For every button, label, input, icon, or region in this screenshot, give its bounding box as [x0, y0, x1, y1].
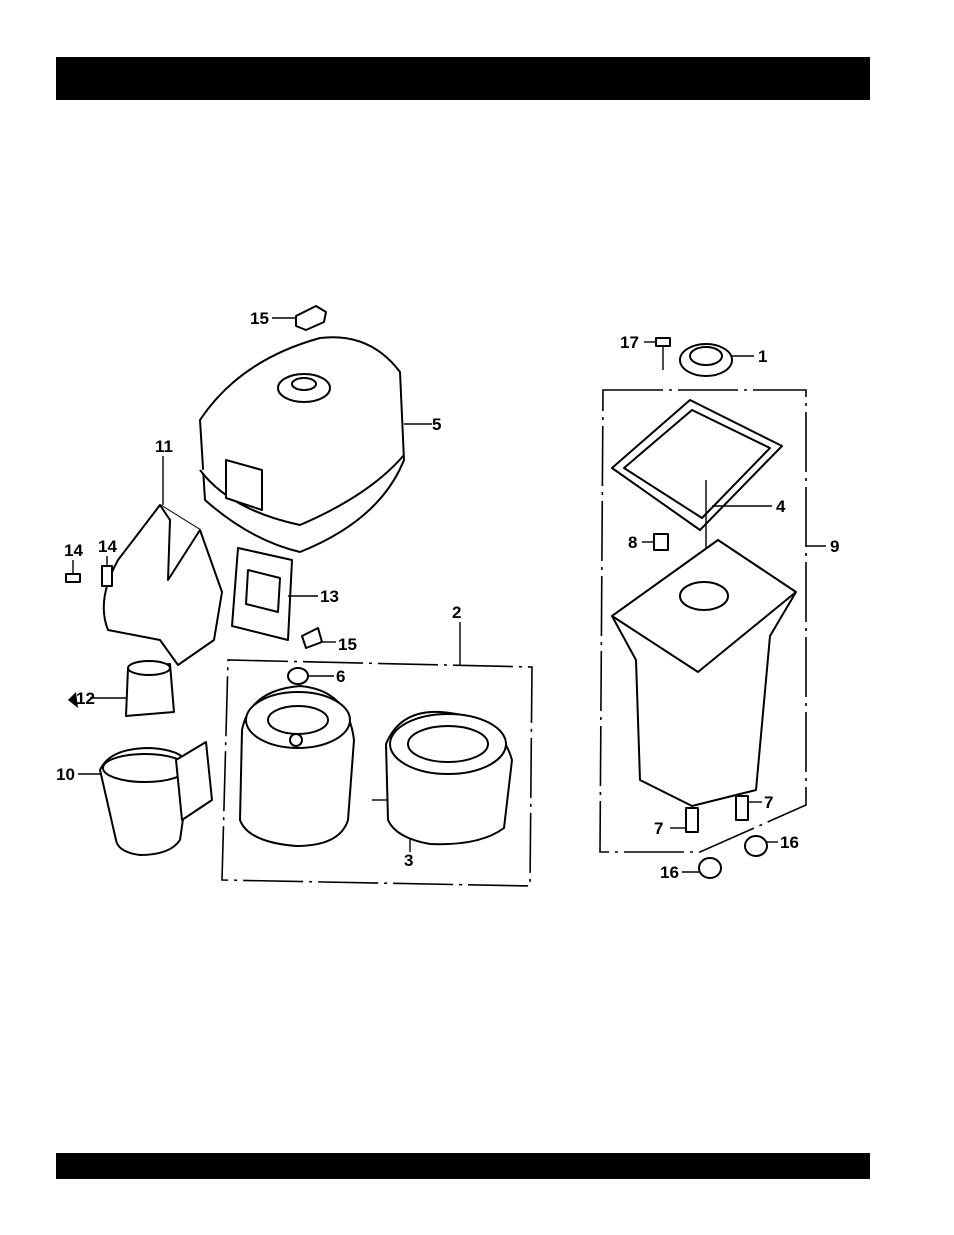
- callout-8: 8: [628, 533, 637, 552]
- dust-cup-part-10: [78, 742, 212, 855]
- clip-part-15-bottom: [302, 628, 336, 648]
- callout-5: 5: [432, 415, 441, 434]
- screw-part-14-right: [102, 556, 112, 586]
- callout-14-left: 14: [64, 541, 83, 560]
- callout-16-right: 16: [780, 833, 799, 852]
- tube-part-7-left: [670, 808, 698, 832]
- callout-11: 11: [155, 437, 173, 456]
- callout-9: 9: [830, 537, 839, 556]
- callout-7-right: 7: [764, 793, 773, 812]
- callout-7-left: 7: [654, 819, 663, 838]
- gasket-part-4: [612, 400, 782, 580]
- collar-part-8: [642, 534, 668, 550]
- cap-part-16-right: [745, 836, 778, 856]
- air-cleaner-cover-part-5: [200, 337, 432, 552]
- callout-6: 6: [336, 667, 345, 686]
- callout-12: 12: [76, 689, 95, 708]
- cap-part-16-left: [682, 858, 721, 878]
- callout-15-bottom: 15: [338, 635, 357, 654]
- callout-16-left: 16: [660, 863, 679, 882]
- clip-part-15-top: [272, 306, 326, 330]
- callout-13: 13: [320, 587, 339, 606]
- filter-element: [240, 686, 354, 846]
- wing-nut-part-6: [288, 668, 334, 684]
- callout-4: 4: [776, 497, 786, 516]
- callout-2: 2: [452, 603, 461, 622]
- callout-15-top: 15: [250, 309, 269, 328]
- callout-10: 10: [56, 765, 75, 784]
- callout-14-right: 14: [98, 537, 117, 556]
- seal-ring-part-1: [680, 344, 754, 376]
- gasket-part-13: [232, 548, 318, 640]
- bolt-part-17: [644, 338, 670, 370]
- callout-1: 1: [758, 347, 767, 366]
- callout-17: 17: [620, 333, 639, 352]
- pre-filter-part-3: [372, 712, 512, 852]
- tube-part-7-right: [736, 796, 762, 820]
- screw-part-14-left: [66, 560, 80, 582]
- callout-3: 3: [404, 851, 413, 870]
- air-cleaner-case: [612, 540, 796, 806]
